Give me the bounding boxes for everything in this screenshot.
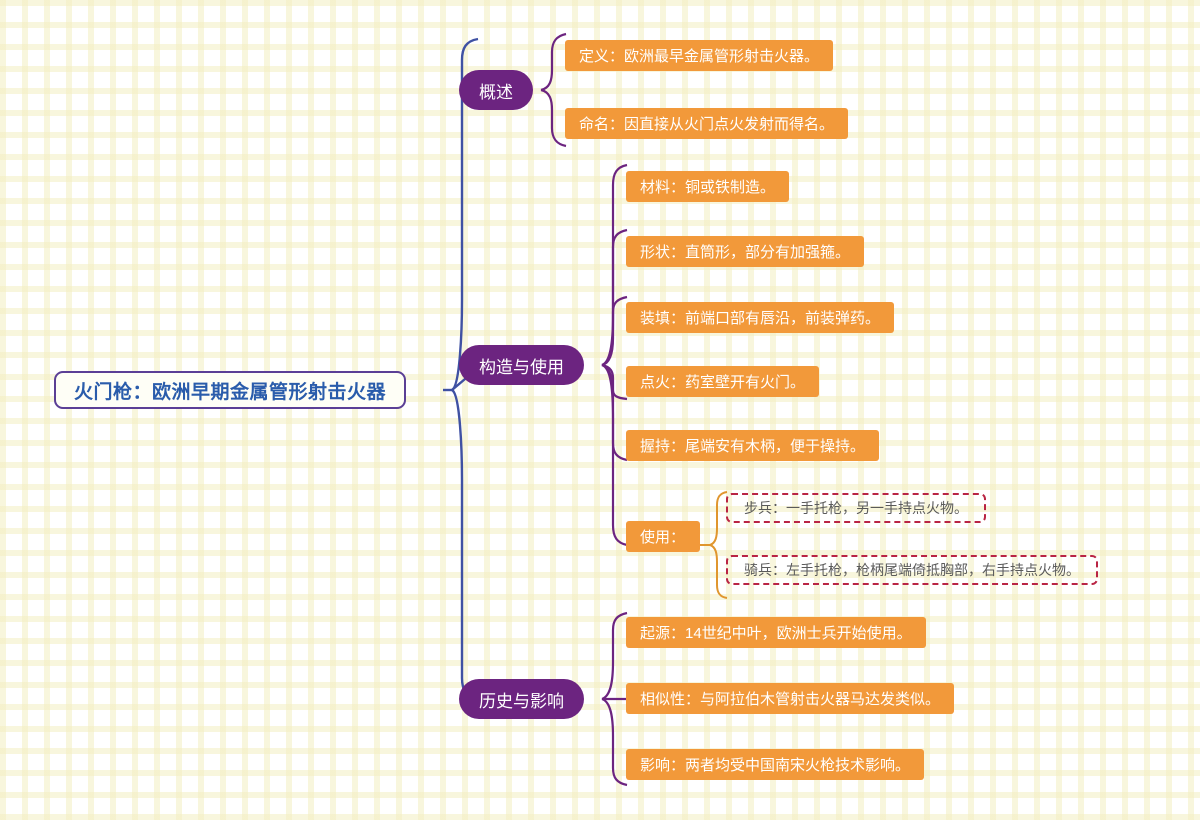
leaf-node-label: 材料：铜或铁制造。 (640, 179, 776, 196)
leaf-node-similarity[interactable]: 相似性：与阿拉伯木管射击火器马达发类似。 (626, 683, 955, 714)
connector-branch2-leaf5 (601, 363, 628, 462)
leaf-node-label: 装填：前端口部有唇沿，前装弹药。 (640, 310, 881, 327)
connector-branch2-leaf4 (601, 363, 628, 401)
leaf-node-ignition[interactable]: 点火：药室壁开有火门。 (626, 366, 820, 397)
branch-node-label: 构造与使用 (479, 357, 564, 377)
connector-branch2-leaf2 (601, 228, 628, 367)
leaf-node-label: 命名：因直接从火门点火发射而得名。 (579, 116, 835, 133)
branch-node-label: 历史与影响 (479, 691, 564, 711)
leaf-node-shape[interactable]: 形状：直筒形，部分有加强箍。 (626, 236, 865, 267)
leaf-node-naming[interactable]: 命名：因直接从火门点火发射而得名。 (565, 108, 849, 139)
leaf-node-loading[interactable]: 装填：前端口部有唇沿，前装弹药。 (626, 302, 895, 333)
connector-usage-sub1 (709, 491, 728, 546)
connector-branch2-leaf1 (601, 163, 628, 367)
connector-branch3-leaf1 (601, 611, 628, 701)
leaf-node-origin[interactable]: 起源：14世纪中叶，欧洲士兵开始使用。 (626, 617, 926, 648)
root-node-label: 火门枪：欧洲早期金属管形射击火器 (74, 381, 387, 403)
branch-node-history-and-impact[interactable]: 历史与影响 (459, 679, 584, 719)
branch-node-overview[interactable]: 概述 (459, 70, 533, 110)
branch-node-label: 概述 (479, 82, 513, 102)
leaf-node-grip[interactable]: 握持：尾端安有木柄，便于操持。 (626, 430, 880, 461)
subleaf-node-label: 骑兵：左手托枪，枪柄尾端倚抵胸部，右手持点火物。 (744, 562, 1080, 578)
leaf-node-material[interactable]: 材料：铜或铁制造。 (626, 171, 790, 202)
connector-branch1-leaf1 (540, 32, 567, 92)
leaf-node-label: 定义：欧洲最早金属管形射击火器。 (579, 48, 820, 65)
subleaf-node-label: 步兵：一手托枪，另一手持点火物。 (744, 500, 968, 516)
connector-usage-sub2 (709, 544, 728, 599)
leaf-node-usage[interactable]: 使用： (626, 521, 700, 552)
connector-branch3-leaf3 (601, 697, 628, 787)
leaf-node-label: 相似性：与阿拉伯木管射击火器马达发类似。 (640, 691, 941, 708)
leaf-node-label: 起源：14世纪中叶，欧洲士兵开始使用。 (640, 625, 912, 642)
subleaf-node-cavalry[interactable]: 骑兵：左手托枪，枪柄尾端倚抵胸部，右手持点火物。 (726, 555, 1098, 585)
connector-branch2-leaf3 (601, 295, 628, 367)
leaf-node-label: 形状：直筒形，部分有加强箍。 (640, 244, 851, 261)
branch-node-construction-and-use[interactable]: 构造与使用 (459, 345, 584, 385)
leaf-node-label: 使用： (640, 529, 686, 546)
leaf-node-label: 握持：尾端安有木柄，便于操持。 (640, 438, 866, 455)
connector-root-to-branch-3 (451, 388, 479, 701)
connector-branch2-leaf6 (601, 363, 628, 547)
root-node[interactable]: 火门枪：欧洲早期金属管形射击火器 (54, 371, 407, 409)
connector-branch1-leaf2 (540, 88, 567, 148)
leaf-node-definition[interactable]: 定义：欧洲最早金属管形射击火器。 (565, 40, 834, 71)
subleaf-node-infantry[interactable]: 步兵：一手托枪，另一手持点火物。 (726, 493, 986, 523)
leaf-node-label: 点火：药室壁开有火门。 (640, 374, 806, 391)
leaf-node-influence[interactable]: 影响：两者均受中国南宋火枪技术影响。 (626, 749, 925, 780)
leaf-node-label: 影响：两者均受中国南宋火枪技术影响。 (640, 757, 911, 774)
